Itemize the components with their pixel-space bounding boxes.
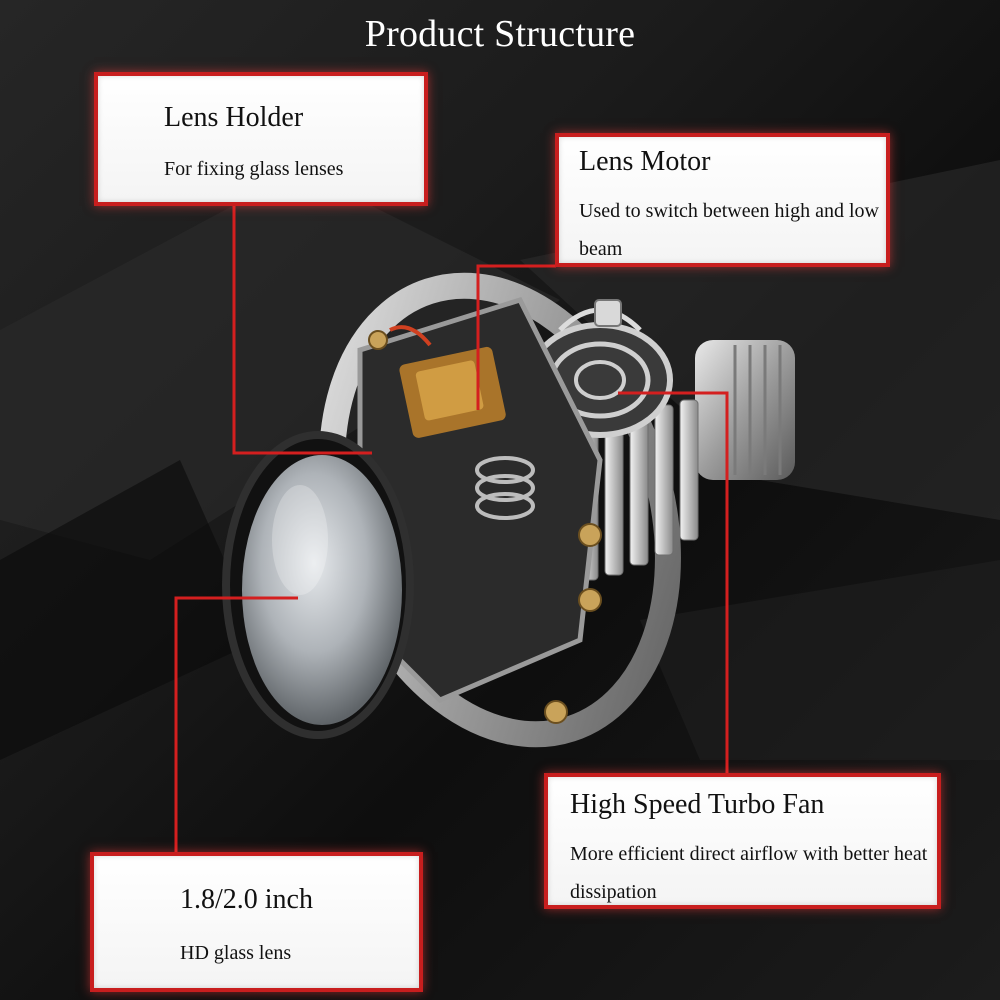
callout-heading: High Speed Turbo Fan	[570, 789, 825, 820]
callout-heading: Lens Motor	[579, 146, 711, 177]
callout-turbo-fan: High Speed Turbo Fan More efficient dire…	[544, 773, 941, 909]
callout-description: HD glass lens	[180, 942, 292, 964]
callout-description: For fixing glass lenses	[164, 158, 344, 180]
callout-heading: Lens Holder	[164, 102, 304, 133]
callout-description: More efficient direct airflow with bette…	[570, 843, 928, 903]
page-title: Product Structure	[364, 13, 636, 55]
callout-glass-lens: 1.8/2.0 inch HD glass lens	[90, 852, 423, 992]
callout-description: Used to switch between high and low beam	[579, 200, 879, 260]
callout-heading: 1.8/2.0 inch	[180, 884, 313, 915]
callout-lens-motor: Lens Motor Used to switch between high a…	[555, 133, 890, 267]
callout-lens-holder: Lens Holder For fixing glass lenses	[94, 72, 428, 206]
